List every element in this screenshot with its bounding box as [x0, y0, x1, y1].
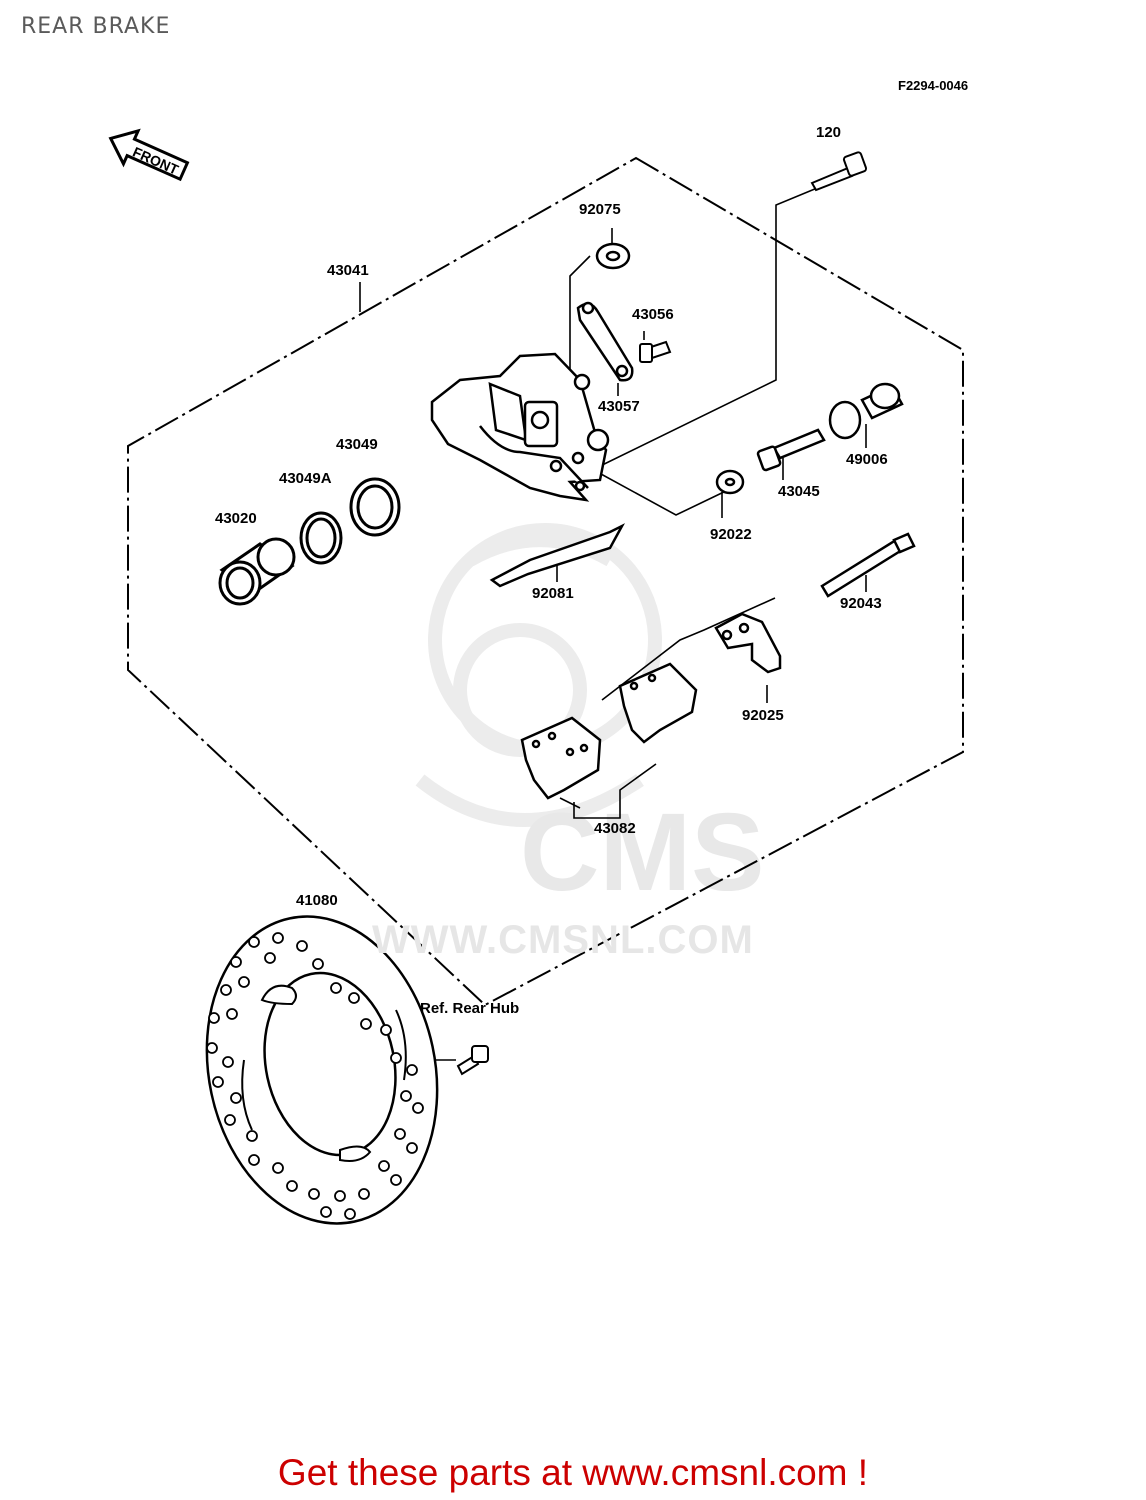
- callout-43056: 43056: [632, 306, 674, 323]
- callout-43049a: 43049A: [279, 470, 332, 487]
- callout-92081: 92081: [532, 585, 574, 602]
- callout-43082: 43082: [594, 820, 636, 837]
- disc-holes: [206, 932, 424, 1220]
- seal-43049a-icon: [299, 511, 343, 565]
- spring-92081-icon: [489, 523, 626, 588]
- pin-92043-icon: [820, 532, 916, 598]
- footer-cta-link[interactable]: Get these parts at www.cmsnl.com !: [277, 1452, 869, 1493]
- callout-43020: 43020: [215, 510, 257, 527]
- brake-disc-41080-icon: [205, 915, 439, 1225]
- caliper-body-43041-icon: [430, 352, 610, 502]
- hub-bolt-icon: [456, 1045, 489, 1076]
- callout-120: 120: [816, 124, 842, 141]
- front-arrow-icon: FRONT: [108, 128, 190, 182]
- callout-92022: 92022: [710, 526, 752, 543]
- page-title: REAR BRAKE: [21, 14, 171, 39]
- pad-holder-92025-icon: [714, 612, 782, 674]
- watermark-cms-text: CMS: [520, 791, 764, 914]
- callout-43049: 43049: [336, 436, 378, 453]
- link-plate-43057-icon: [576, 301, 634, 382]
- callout-43045: 43045: [778, 483, 820, 500]
- caliper-assembly-outline: [127, 156, 964, 1007]
- sleeve-49006-icon: [828, 382, 904, 440]
- callout-41080: 41080: [296, 892, 338, 909]
- callout-49006: 49006: [846, 451, 888, 468]
- callout-43057: 43057: [598, 398, 640, 415]
- callout-92075: 92075: [579, 201, 621, 218]
- brake-pads-43082-icon: [520, 662, 698, 800]
- watermark-url: WWW.CMSNL.COM: [372, 918, 754, 962]
- callout-ref-rear-hub: Ref. Rear Hub: [420, 1000, 520, 1017]
- bolt-120-icon: [810, 151, 868, 192]
- washer-92022-icon: [715, 469, 745, 495]
- seal-92075-icon: [595, 242, 631, 270]
- watermark-cms-logo: CMS: [520, 791, 764, 914]
- bleeder-43056-icon: [639, 340, 672, 363]
- piston-43020-icon: [218, 537, 296, 606]
- bolt-43045-icon: [756, 428, 826, 472]
- callout-92025: 92025: [742, 707, 784, 724]
- callout-92043: 92043: [840, 595, 882, 612]
- seal-43049-icon: [349, 477, 401, 537]
- callout-43041: 43041: [327, 262, 369, 279]
- figure-code: F2294-0046: [898, 78, 969, 93]
